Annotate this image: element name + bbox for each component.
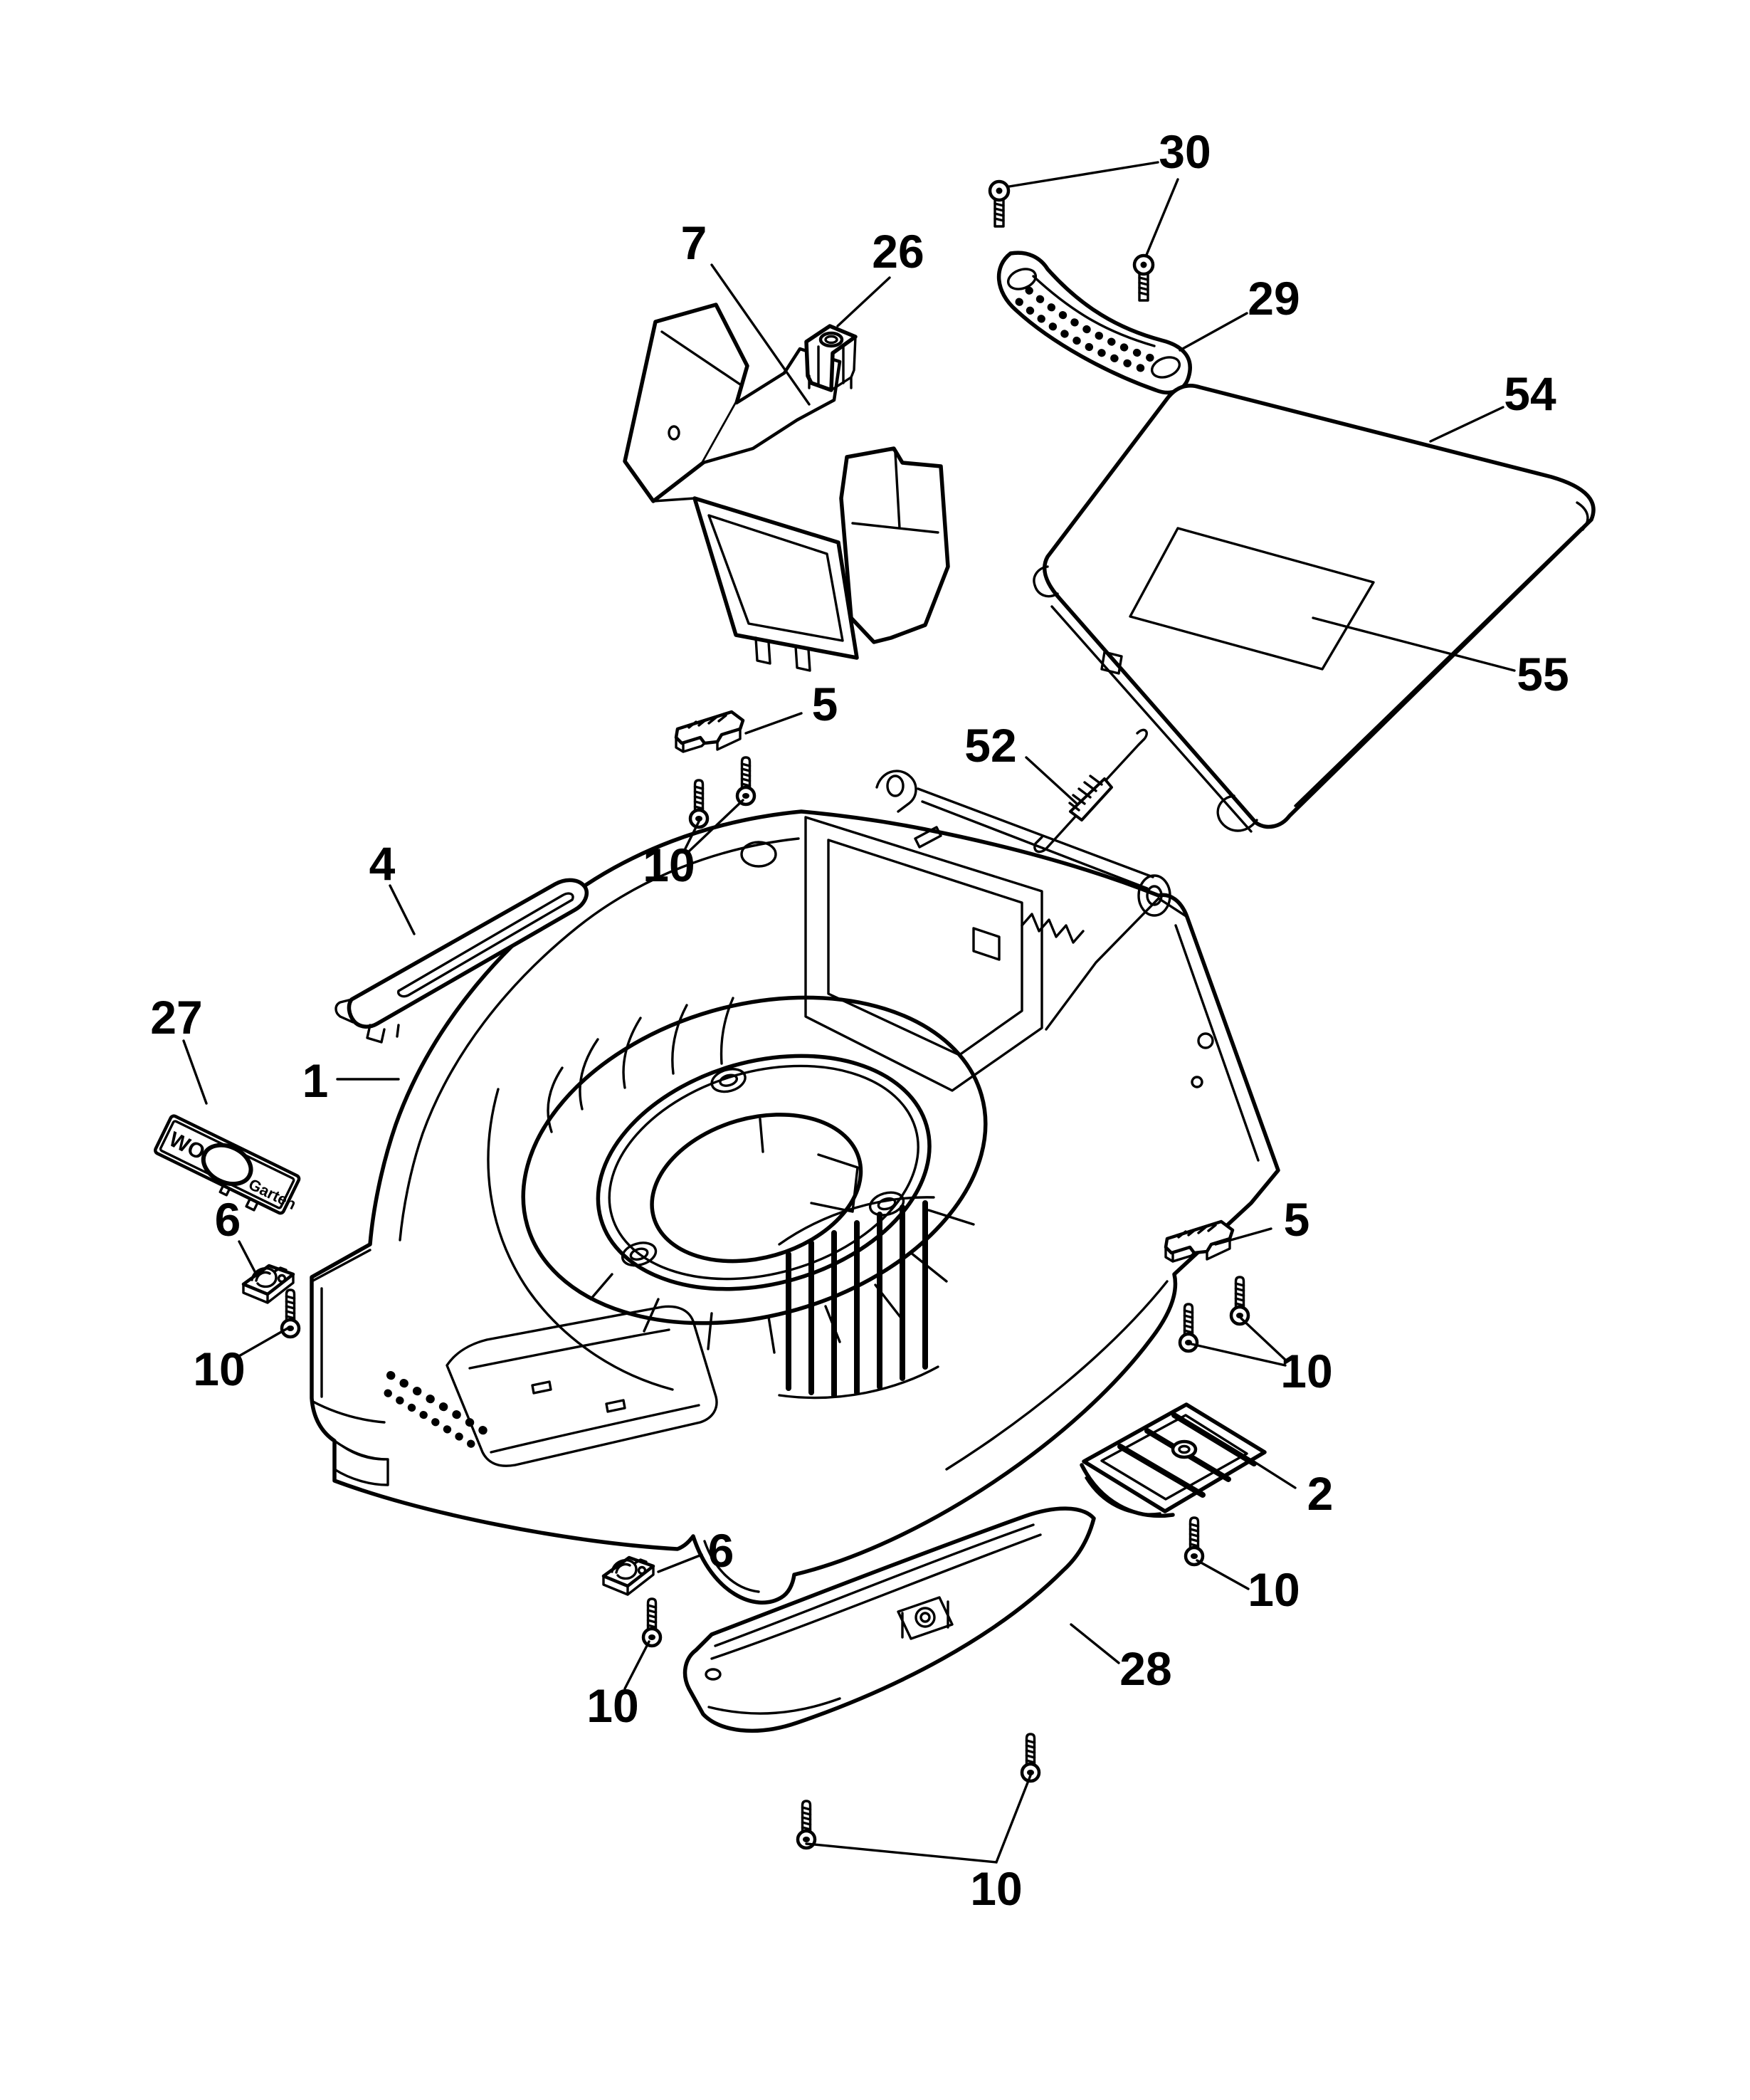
callout-screw-grate: 10 [1248,1563,1300,1616]
clamp-bar-part-5-left [676,712,743,752]
callout-flap-decal: 55 [1517,648,1569,700]
callout-screws-left-top: 10 [643,839,695,891]
leader-rear-flap [1429,406,1504,443]
cable-clamp-part-6-front [603,1558,653,1595]
leader-front-bumper [1070,1623,1120,1664]
callout-deck-housing: 1 [302,1054,329,1107]
leader-brand-badge [182,1039,208,1105]
leader-tension-spring [1025,756,1077,804]
rear-flap-part-54 [1033,383,1596,833]
leader-carry-handle [1179,312,1248,352]
leader-handle-screws [1008,161,1159,188]
leader-clamp-bar-left [744,712,803,735]
spacer-block-part-26 [804,324,858,392]
handle-grip-dots [1015,298,1151,374]
leader-spacer-block [836,276,891,327]
callout-handle-screws: 30 [1159,125,1211,178]
leader-screw-grate [1196,1559,1250,1590]
vent-holes-row [384,1389,480,1451]
leader-mulch-grate [1251,1459,1297,1489]
screw-10-bumper-a [798,1801,815,1848]
callout-trim-strip: 4 [369,837,396,890]
screw-10-right-b [1231,1277,1248,1324]
leader-flap-decal [1312,616,1516,672]
screw-10-left-top-b [737,757,754,804]
callout-rear-baffle: 7 [681,216,707,269]
rear-baffle-part-7 [623,303,950,672]
carry-handle-part-29 [996,251,1192,395]
callout-spacer-block: 26 [872,225,924,278]
callout-clamp-bar-left: 5 [812,678,838,730]
leader-rear-baffle [710,263,811,406]
leader-cable-clamp-front [657,1553,703,1573]
screw-10-bumper-b [1022,1734,1039,1781]
callout-mulch-grate: 2 [1307,1467,1334,1520]
handle-screw-30-a [990,182,1008,226]
leader-screws-right [1190,1343,1287,1367]
handle-grip-dots [1025,286,1157,363]
screw-10-left-top-a [690,780,707,827]
callout-screw-clamp-left: 10 [193,1343,245,1395]
leader-screws-left-top [684,820,700,850]
callout-brand-badge: 27 [150,991,202,1044]
flap-decal-part-55 [1129,527,1375,671]
leader-screws-bumper [805,1774,1032,1864]
screw-10-clamp-front [643,1599,660,1646]
callout-cable-clamp-left: 6 [215,1193,241,1246]
callout-front-bumper: 28 [1119,1642,1171,1695]
screw-10-grate [1186,1518,1203,1565]
vent-holes-row [386,1371,495,1439]
leader-screw-clamp-left [236,1327,289,1358]
leader-clamp-bar-right [1214,1227,1272,1246]
leader-screw-clamp-front [623,1640,650,1690]
callout-cable-clamp-front: 6 [708,1524,734,1577]
deck-housing-part-1 [310,770,1280,1605]
tension-spring-part-52 [1033,728,1148,854]
leader-screws-left-top [687,799,744,853]
callout-screw-clamp-front: 10 [586,1679,638,1732]
brand-badge-part-27: WOLF Garten [154,1114,301,1215]
trim-strip-part-4 [334,878,589,1044]
callout-screws-bumper: 10 [970,1862,1022,1915]
callout-rear-flap: 54 [1504,367,1556,420]
leader-trim-strip [389,884,416,935]
front-bumper-part-28 [682,1506,1096,1733]
callout-clamp-bar-right: 5 [1284,1193,1310,1246]
callout-tension-spring: 52 [964,719,1016,772]
leader-handle-screws [1145,178,1179,256]
leader-cable-clamp-left [238,1240,258,1276]
callout-screws-right: 10 [1280,1345,1332,1397]
handle-screw-30-b [1134,256,1153,300]
leader-screws-right [1240,1317,1288,1363]
callout-carry-handle: 29 [1248,272,1300,325]
mulch-grate-part-2 [1080,1402,1267,1518]
